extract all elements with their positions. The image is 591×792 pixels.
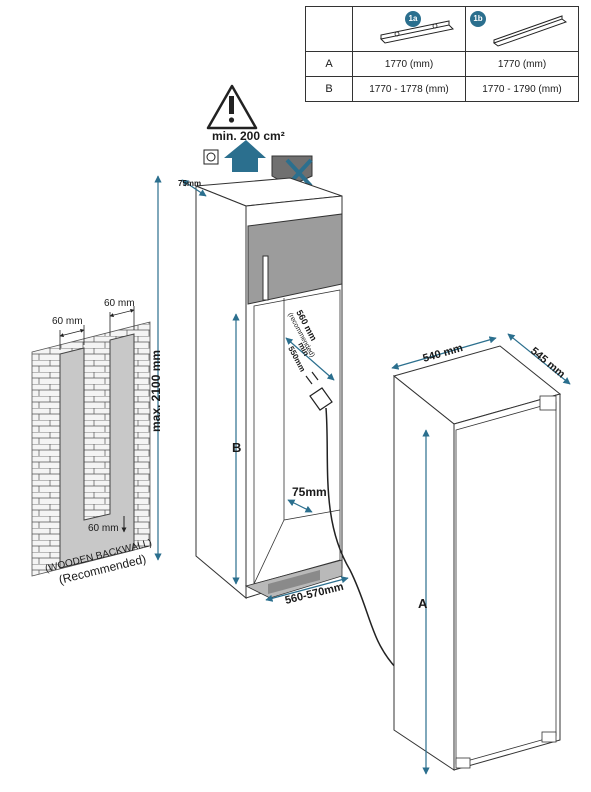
table-header-row: 1a 1b — [305, 6, 579, 52]
power-cable — [325, 407, 397, 669]
strip-left-width: 60 mm — [52, 316, 83, 327]
badge-1b: 1b — [470, 11, 486, 27]
power-socket-icon — [203, 149, 219, 165]
fridge-height-label: A — [418, 596, 428, 611]
table-row-b: B 1770 - 1778 (mm) 1770 - 1790 (mm) — [305, 76, 579, 102]
bracket-1a-icon — [379, 20, 455, 44]
bracket-1b-icon — [492, 15, 568, 47]
max-height: max. 2100 mm — [149, 350, 163, 432]
warning-icon — [206, 84, 258, 130]
header-cell-1b: 1b — [465, 6, 579, 52]
strip-right-width: 60 mm — [104, 298, 135, 309]
cabinet-handle — [262, 255, 269, 301]
row-b-col2: 1770 - 1790 (mm) — [465, 76, 579, 102]
dimension-table: 1a 1b A 1770 (mm) 1770 (mm) B 1770 - 177… — [305, 6, 579, 102]
top-gap: 75mm — [178, 179, 201, 188]
ventilation-up-arrow — [224, 140, 266, 172]
kitchen-cabinet — [195, 177, 343, 600]
cabinet-dimensions — [154, 175, 349, 602]
fridge-dimensions — [391, 333, 571, 775]
refrigerator — [392, 345, 562, 771]
bottom-width: 60 mm — [88, 523, 119, 534]
backwall-dimensions — [59, 306, 135, 533]
row-label: B — [305, 76, 353, 102]
rear-gap: 75mm — [292, 485, 327, 499]
wooden-backwall — [31, 321, 151, 577]
ventilation-area: min. 200 cm² — [212, 129, 285, 143]
row-a-col2: 1770 (mm) — [465, 51, 579, 77]
header-cell-1a: 1a — [352, 6, 466, 52]
table-corner-cell — [305, 6, 353, 52]
niche-height-label: B — [232, 440, 241, 455]
row-b-col1: 1770 - 1778 (mm) — [352, 76, 466, 102]
badge-1a: 1a — [405, 11, 421, 27]
